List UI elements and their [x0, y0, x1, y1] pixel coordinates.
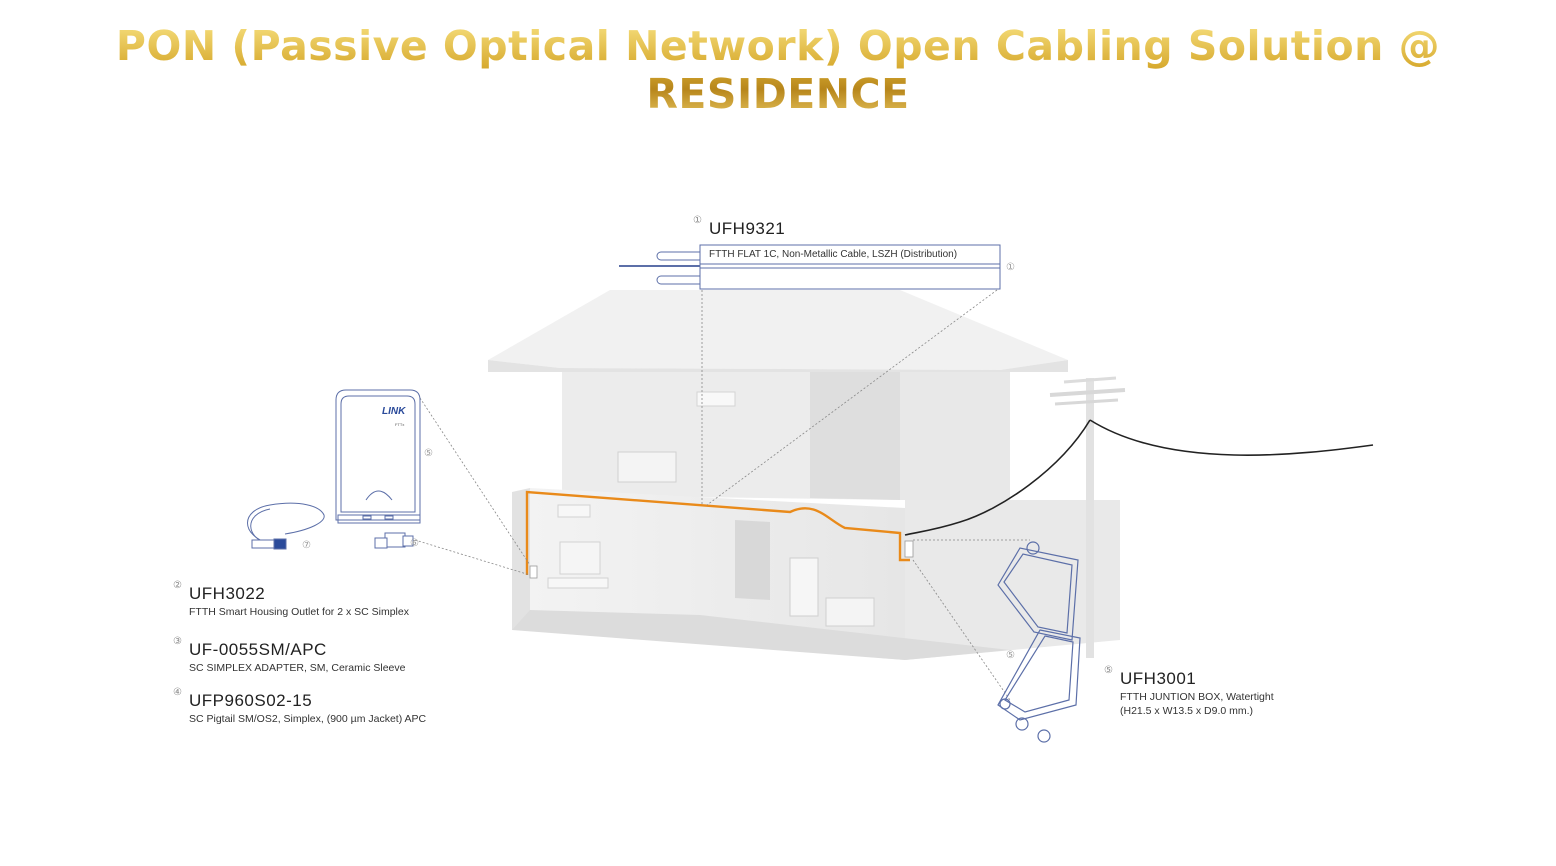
house-illustration [488, 290, 1120, 660]
outlet-illustration [335, 389, 421, 524]
callout-code: UFP960S02-15 [189, 691, 313, 710]
callout-number: ① [693, 215, 702, 226]
adapter-illustration [374, 532, 414, 549]
marker-pigtail: ⑦ [302, 540, 311, 551]
callout-desc: FTTH JUNTION BOX, Watertight [1120, 691, 1274, 703]
callout-desc: SC SIMPLEX ADAPTER, SM, Ceramic Sleeve [189, 662, 406, 674]
callout-desc: SC Pigtail SM/OS2, Simplex, (900 µm Jack… [189, 713, 427, 725]
callout-ufh3022: ② UFH3022 FTTH Smart Housing Outlet for … [173, 580, 409, 618]
pigtail-illustration [247, 502, 325, 550]
callout-ufh3001: ⑤ UFH3001 FTTH JUNTION BOX, Watertight (… [1104, 665, 1274, 717]
brand-logo: LINK [382, 406, 406, 417]
junction-marker [904, 540, 914, 558]
marker-adapter: ⑥ [410, 538, 419, 549]
junction-box-illustration [997, 541, 1081, 743]
callout-number: ② [173, 580, 182, 591]
callout-ufp960: ④ UFP960S02-15 SC Pigtail SM/OS2, Simple… [173, 687, 427, 725]
callout-uf0055: ③ UF-0055SM/APC SC SIMPLEX ADAPTER, SM, … [173, 636, 406, 674]
fiber-route [525, 490, 910, 575]
cable-spec-text: FTTH FLAT 1C, Non-Metallic Cable, LSZH (… [709, 249, 958, 260]
drop-cable-entry [904, 419, 1091, 536]
callout-number: ⑤ [1104, 665, 1113, 676]
marker-junction: ⑤ [1006, 650, 1015, 661]
brand-sub: FTTx [395, 422, 404, 427]
drop-cable [1089, 419, 1374, 456]
utility-pole [1049, 376, 1126, 658]
callout-number: ③ [173, 636, 182, 647]
marker-cable: ① [1006, 262, 1015, 273]
callout-code: UFH3022 [189, 584, 266, 603]
callout-ufh9321: ① UFH9321 [693, 215, 786, 239]
callout-number: ④ [173, 687, 182, 698]
page-title: PON (Passive Optical Network) Open Cabli… [0, 22, 1556, 118]
callout-desc-dimensions: (H21.5 x W13.5 x D9.0 mm.) [1120, 705, 1254, 717]
callout-code: UF-0055SM/APC [189, 640, 327, 659]
flat-cable-illustration [619, 244, 1001, 290]
callout-code: UFH3001 [1120, 669, 1197, 688]
callout-desc: FTTH Smart Housing Outlet for 2 x SC Sim… [189, 606, 409, 618]
callout-code: UFH9321 [709, 219, 786, 238]
leader-lines [414, 289, 1030, 701]
outlet-marker [529, 565, 538, 579]
marker-outlet: ⑤ [424, 448, 433, 459]
